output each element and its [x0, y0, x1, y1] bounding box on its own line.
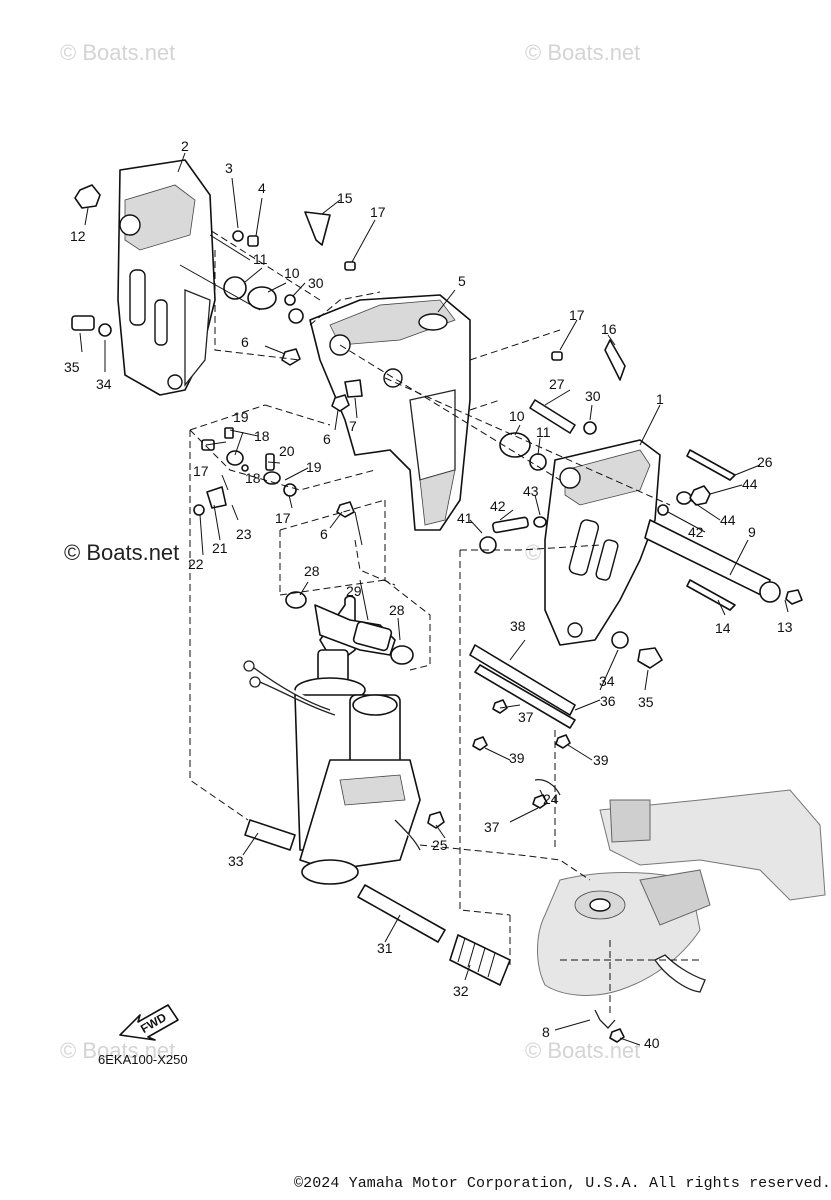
callout-1: 1	[656, 391, 664, 407]
callout-21: 21	[212, 540, 228, 556]
callout-17d: 17	[275, 510, 291, 526]
clamp-bracket-left	[117, 159, 216, 396]
callout-10b: 10	[509, 408, 525, 424]
callout-31: 31	[377, 940, 393, 956]
fwd-arrow: FWD	[119, 1004, 179, 1041]
callout-30a: 30	[308, 275, 324, 291]
callout-34a: 34	[96, 376, 112, 392]
callout-39b: 39	[593, 752, 609, 768]
callout-labels: 1 2 3 4 5 6 6 6 7 8 9 10 10 11 11 12 13 …	[64, 138, 793, 1051]
callout-41: 41	[457, 510, 473, 526]
pipe-31	[357, 884, 446, 943]
callout-37a: 37	[518, 709, 534, 725]
clamp-bracket-right	[544, 439, 661, 646]
callout-14: 14	[715, 620, 731, 636]
leader-lines	[79, 152, 789, 1046]
lower-unit-housing	[537, 789, 826, 996]
callout-17b: 17	[569, 307, 585, 323]
watermark-left-mid: © Boats.net	[64, 540, 179, 565]
callout-43: 43	[523, 483, 539, 499]
copyright-notice: ©2024 Yamaha Motor Corporation, U.S.A. A…	[294, 1175, 831, 1192]
callout-32: 32	[453, 983, 469, 999]
callout-44a: 44	[742, 476, 758, 492]
trim-tilt-unit	[243, 595, 421, 885]
callout-15: 15	[337, 190, 353, 206]
callout-35b: 35	[638, 694, 654, 710]
callout-13: 13	[777, 619, 793, 635]
callout-42a: 42	[490, 498, 506, 514]
callout-38: 38	[510, 618, 526, 634]
callout-20: 20	[279, 443, 295, 459]
callout-29: 29	[346, 583, 362, 599]
callout-3: 3	[225, 160, 233, 176]
watermark-top-right: © Boats.net	[525, 40, 640, 65]
callout-18b: 18	[245, 470, 261, 486]
callout-25: 25	[432, 837, 448, 853]
shaft-27	[529, 399, 576, 434]
callout-2: 2	[181, 138, 189, 154]
callout-12: 12	[70, 228, 86, 244]
diagram-code: 6EKA100-X250	[98, 1052, 188, 1067]
callout-11a: 11	[253, 251, 268, 267]
tilt-shaft-9	[644, 519, 781, 603]
watermark-top-left: © Boats.net	[60, 40, 175, 65]
callout-9: 9	[748, 524, 756, 540]
callout-22: 22	[188, 556, 204, 572]
callout-24: 24	[543, 791, 559, 807]
callout-37b: 37	[484, 819, 500, 835]
anode-plate	[469, 644, 576, 729]
callout-26: 26	[757, 454, 773, 470]
spring-32	[449, 934, 511, 986]
callout-35a: 35	[64, 359, 80, 375]
tilt-rod-assembly	[285, 591, 414, 665]
hardware-group	[71, 184, 803, 1043]
callout-19b: 19	[306, 459, 322, 475]
callout-6c: 6	[320, 526, 328, 542]
callout-44b: 44	[720, 512, 736, 528]
callout-11b: 11	[536, 424, 551, 440]
callout-5: 5	[458, 273, 466, 289]
callout-40: 40	[644, 1035, 660, 1051]
callout-8: 8	[542, 1024, 550, 1040]
callout-28a: 28	[304, 563, 320, 579]
callout-6a: 6	[241, 334, 249, 350]
callout-7: 7	[349, 418, 357, 434]
grip-33	[244, 819, 296, 851]
watermark-bottom-right: © Boats.net	[525, 1038, 640, 1063]
callout-33: 33	[228, 853, 244, 869]
callout-39a: 39	[509, 750, 525, 766]
callout-36: 36	[600, 693, 616, 709]
callout-42b: 42	[688, 524, 704, 540]
callout-27: 27	[549, 376, 565, 392]
callout-17c: 17	[193, 463, 209, 479]
callout-28b: 28	[389, 602, 405, 618]
callout-18a: 18	[254, 428, 270, 444]
callout-34b: 34	[599, 673, 615, 689]
callout-17a: 17	[370, 204, 386, 220]
callout-23: 23	[236, 526, 252, 542]
callout-4: 4	[258, 180, 266, 196]
watermark-bottom-left: © Boats.net	[60, 1038, 175, 1063]
callout-19a: 19	[233, 409, 249, 425]
callout-30b: 30	[585, 388, 601, 404]
swivel-bracket	[309, 294, 471, 531]
callout-16: 16	[601, 321, 617, 337]
callout-10a: 10	[284, 265, 300, 281]
callout-6b: 6	[323, 431, 331, 447]
